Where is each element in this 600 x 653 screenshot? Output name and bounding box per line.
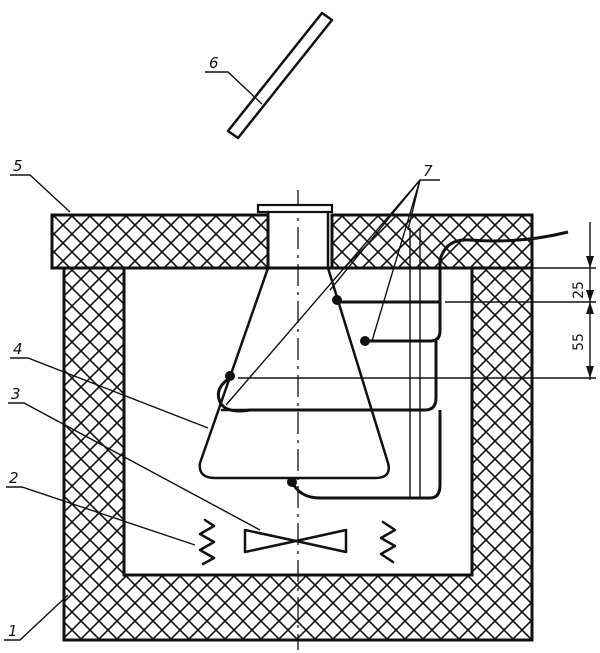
label-1: 1 bbox=[8, 622, 18, 640]
label-3: 3 bbox=[11, 385, 21, 403]
dimension-lines bbox=[238, 222, 596, 380]
dimension-55: 55 bbox=[571, 333, 587, 351]
label-4: 4 bbox=[13, 340, 23, 358]
leader-lines bbox=[4, 71, 440, 641]
label-7: 7 bbox=[423, 162, 433, 180]
thermometer-rod bbox=[226, 11, 334, 140]
label-2: 2 bbox=[9, 469, 19, 487]
magnetic-stirrer bbox=[243, 528, 348, 554]
label-5: 5 bbox=[13, 157, 23, 175]
heating-elements bbox=[198, 518, 397, 566]
thermocouple-wires bbox=[216, 228, 569, 500]
label-6: 6 bbox=[209, 54, 219, 72]
dimension-25: 25 bbox=[571, 281, 587, 299]
